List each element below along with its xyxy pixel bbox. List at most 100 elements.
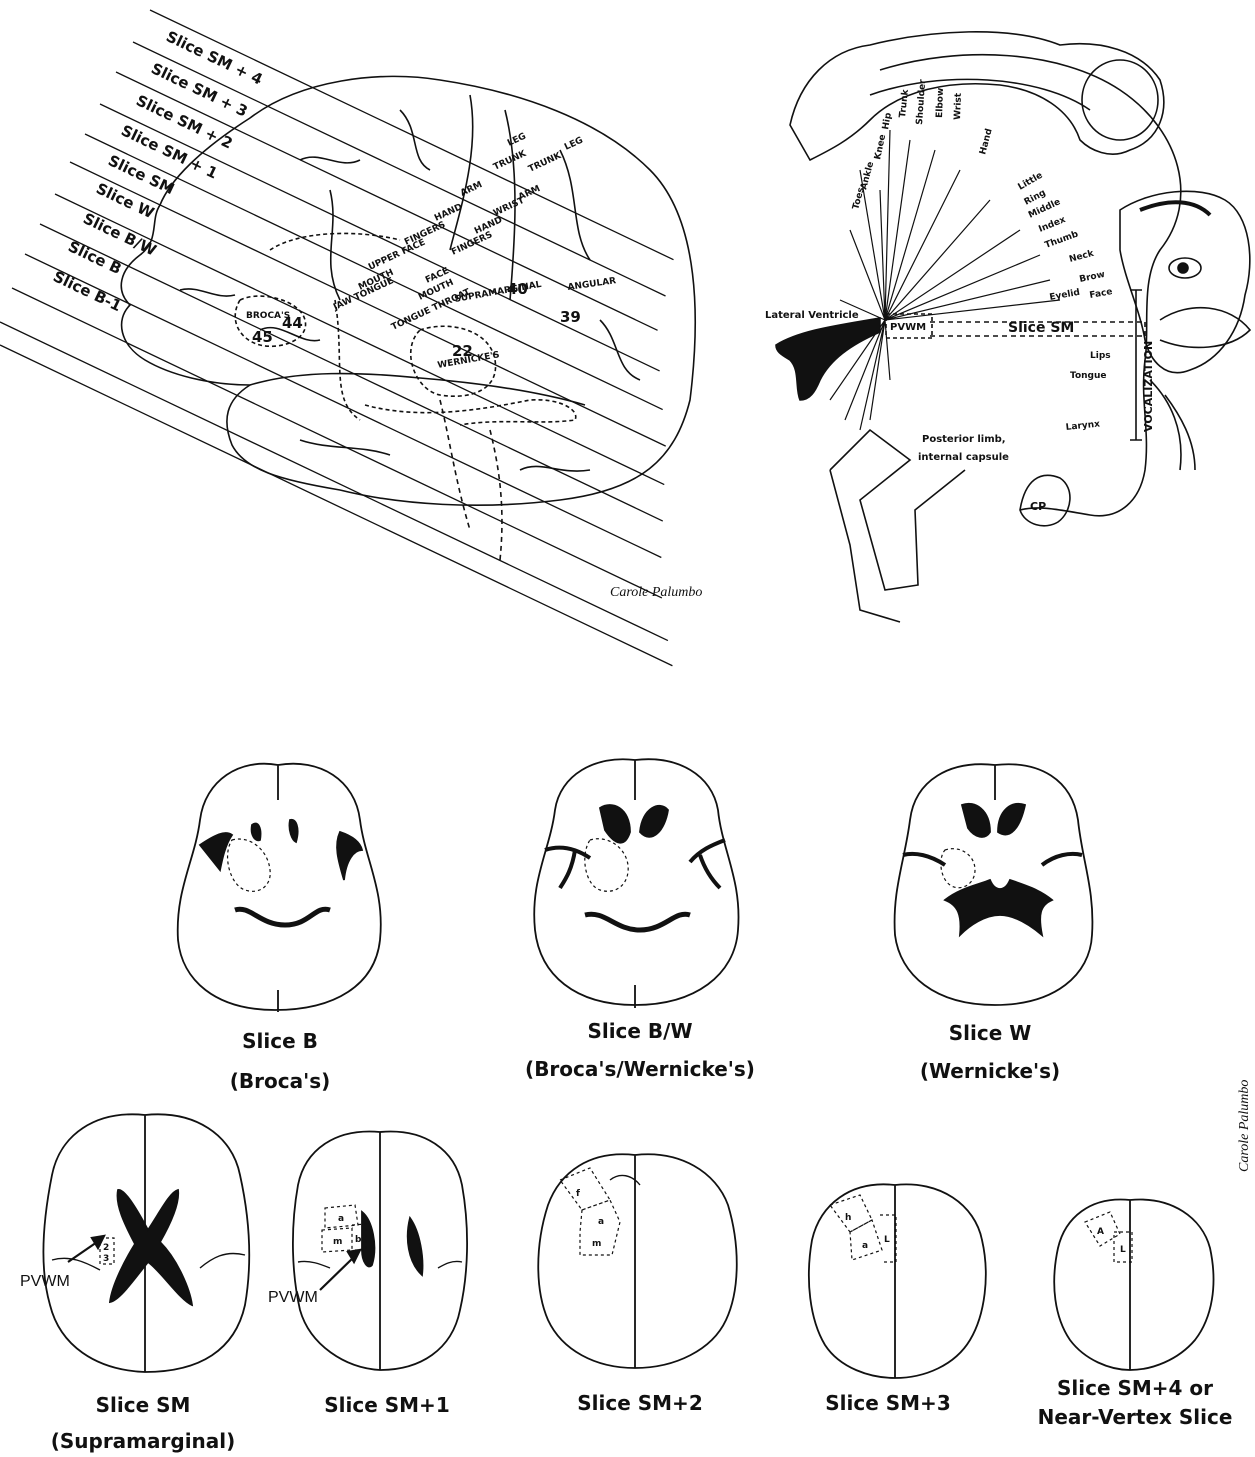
axial-b-lesion [228,839,271,891]
sm4-box-l: L [1120,1245,1126,1255]
sm-pvwm-label: PVWM [20,1273,70,1290]
caption-slice-w: Slice W [949,1021,1032,1045]
body-part-label: Wrist [953,92,964,120]
row1-captions: Slice B (Broca's) Slice B/W (Broca's/Wer… [230,1019,1060,1093]
body-part-label: Thumb [1044,229,1081,250]
caption-brocas-wernickes: (Broca's/Wernicke's) [525,1057,755,1081]
axial-bw-sylvian-right [690,840,725,888]
axial-b-lower-ventricle [235,909,330,925]
label-area-45: 45 [252,328,273,346]
body-part-label: Knee [873,134,888,161]
axial-sm3-boxes [830,1195,896,1262]
caption-supramarginal: (Supramarginal) [51,1429,236,1453]
lateral-ventricle [776,318,880,400]
sm2-box-a: a [598,1217,604,1227]
homunculus-hand [1082,60,1158,140]
sm3-box-h: h [845,1213,851,1223]
pvwm-label: PVWM [890,322,926,333]
sm4-box-a: A [1097,1227,1104,1237]
body-part-label: Tongue [1070,371,1107,381]
label-wrist: WRIST [492,195,527,218]
axial-sm1-ventricles [362,1212,423,1275]
caption-slice-sm3: Slice SM+3 [825,1391,950,1415]
sm3-box-a: a [862,1241,868,1251]
sm1-box-m: m [333,1237,342,1247]
body-part-label: Elbow [935,88,946,119]
homunculus-neck [1150,380,1195,470]
axial-b-ventricle-right [337,832,362,880]
slice-labels: Slice SM + 4Slice SM + 3Slice SM + 2Slic… [50,27,265,315]
vocalization-label: VOCALIZATION [1142,341,1155,432]
slice-line [70,162,666,446]
body-part-label: Shoulder [915,79,928,126]
slice-line [12,288,662,598]
homunculus-eyebrow [1140,202,1210,215]
homunculus-pupil [1178,263,1188,273]
body-part-label: Brow [1079,270,1106,285]
caption-near-vertex: Near-Vertex Slice [1038,1405,1233,1429]
axial-sm2-outline [538,1154,737,1368]
axial-sm2-boxes [560,1168,620,1255]
sm-box-2: 2 [103,1243,109,1253]
caption-brocas: (Broca's) [230,1069,331,1093]
label-area-22: 22 [452,342,473,360]
homunculus-face [1120,191,1250,372]
body-part-label: Trunk [898,88,911,118]
body-part-label: Larynx [1065,419,1100,433]
axial-b-horns [252,820,298,842]
axial-slice-sm4 [1054,1200,1213,1370]
label-hand-1: HAND [433,202,464,224]
coronal-slice-sm-label: Slice SM [1008,320,1074,336]
caption-slice-sm4: Slice SM+4 or [1057,1376,1213,1400]
axial-w-lesion [941,849,975,888]
axial-bw-lower-ventricle [585,914,690,930]
side-signature: Carole Palumbo [1237,1080,1252,1172]
lateral-ventricle-label: Lateral Ventricle [765,310,859,321]
sm1-pvwm-arrow [320,1255,356,1290]
cp-initials: CP [1030,500,1046,513]
axial-slice-b [178,764,381,1012]
label-supramarginal: SUPRAMARGINAL [454,280,543,305]
slice-lines [0,10,673,666]
sm1-box-b: b [355,1235,362,1245]
slice-line [0,322,668,641]
homunculus-lips [1160,308,1250,348]
caption-slice-sm1: Slice SM+1 [324,1393,449,1417]
slice-label: Slice B [65,237,124,278]
label-area-44: 44 [282,314,303,332]
axial-sm4-outline [1054,1200,1213,1370]
label-angular: ANGULAR [567,276,617,293]
axial-bw-lesion [585,839,628,892]
row2-captions: Slice SM (Supramarginal) Slice SM+1 Slic… [51,1376,1233,1453]
caption-slice-sm2: Slice SM+2 [577,1391,702,1415]
axial-slice-bw [534,759,738,1008]
label-area-40: 40 [507,280,528,298]
label-area-39: 39 [560,308,581,326]
axial-b-ventricle-left [200,833,232,870]
slice-line [40,224,663,521]
axial-slice-w [895,764,1093,1005]
label-trunk-2: TRUNK [527,150,564,174]
body-part-label: Ankle [859,161,876,191]
axial-sm3-outline [809,1184,986,1378]
caption-slice-bw: Slice B/W [587,1019,692,1043]
axial-slice-sm [43,1114,249,1372]
body-part-label: Hip [881,111,894,130]
axial-w-ventricles [945,880,1052,935]
label-trunk-1: TRUNK [492,148,529,172]
label-leg-2: LEG [563,136,585,153]
caption-slice-b: Slice B [242,1029,318,1053]
posterior-limb-label: Posterior limb, [922,434,1006,445]
sm3-box-l: L [884,1235,890,1245]
sm2-box-m: m [592,1239,601,1249]
body-part-label: Lips [1090,351,1111,361]
axial-slice-sm2 [538,1154,737,1368]
body-part-label: Face [1089,287,1114,301]
lateral-signature: Carole Palumbo [610,585,702,600]
axial-b-outline [178,764,381,1012]
axial-w-sylvian [903,854,1082,865]
axial-sm-ventricle [110,1190,192,1305]
body-part-label: Neck [1068,249,1096,265]
